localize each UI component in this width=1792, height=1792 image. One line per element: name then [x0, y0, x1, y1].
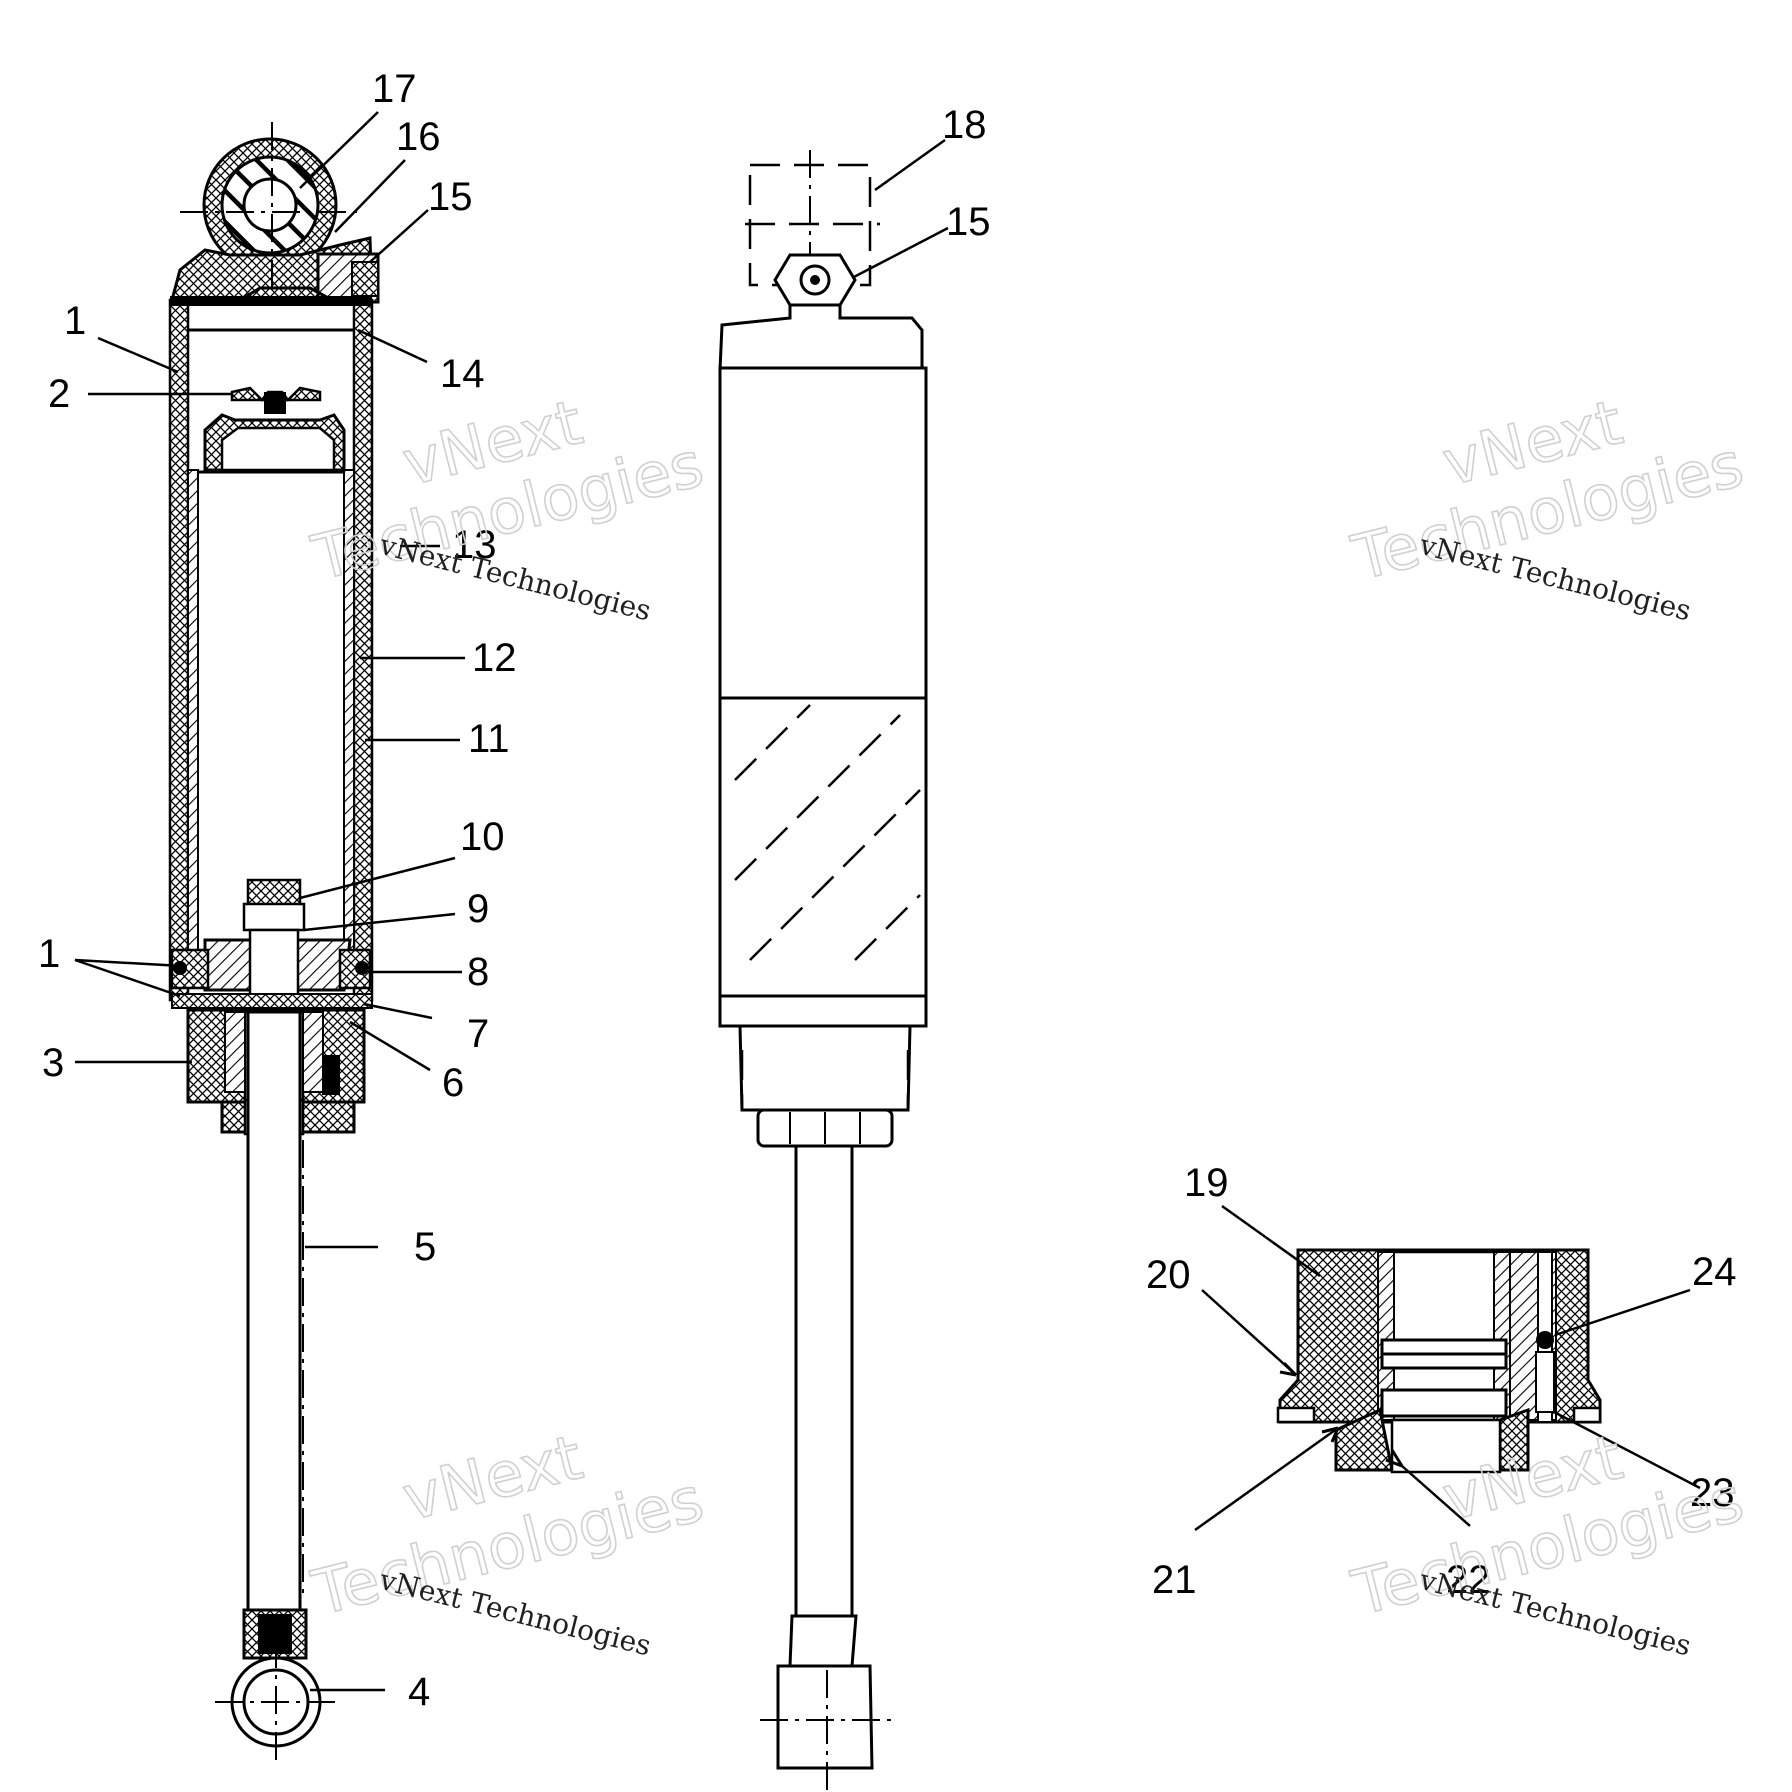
callout-23: 23 [1690, 1471, 1735, 1515]
exterior-rod-end [788, 1614, 858, 1668]
outer-body-left-wall [168, 298, 190, 1002]
outer-body-right-wall [352, 298, 374, 1002]
mount-bore [242, 177, 298, 233]
exterior-shock-view [718, 150, 928, 1790]
callout-20: 20 [1146, 1253, 1191, 1297]
callout-16: 16 [396, 115, 441, 159]
seal-head-detail-view [1276, 1248, 1602, 1474]
callout-5: 5 [414, 1225, 436, 1269]
inner-cylinder-left-wall [187, 469, 199, 951]
bearing-right [302, 1011, 324, 1093]
callout-4: 4 [408, 1670, 430, 1714]
leader-lines [74, 111, 1701, 1692]
callout-12: 12 [472, 636, 517, 680]
callout-6: 6 [442, 1061, 464, 1105]
callout-1-bottom: 1 [38, 932, 60, 976]
seal-housing [738, 1024, 912, 1112]
callout-15-left: 15 [428, 175, 473, 219]
exterior-shaft [794, 1144, 854, 1618]
callout-numbers: 17 16 15 1 14 2 13 12 11 10 9 1 8 7 3 6 … [38, 67, 1737, 1714]
body-cylinder [718, 366, 928, 1000]
body-top-cap [718, 303, 924, 372]
sectioned-shock-view [168, 122, 380, 1765]
watermark-top-right: vNext Technologies vNext Technologies [1344, 385, 1751, 628]
bearing-left [224, 1011, 246, 1093]
exterior-eye-mount [776, 1664, 874, 1770]
callout-7: 7 [467, 1012, 489, 1056]
callout-18: 18 [942, 103, 987, 147]
watermark-bottom-left: vNext Technologies vNext Technologies [304, 1420, 711, 1663]
piston-shaft [246, 1010, 302, 1614]
callout-17: 17 [372, 67, 417, 111]
piston-nut [246, 878, 302, 908]
callout-10: 10 [460, 815, 505, 859]
callout-2: 2 [48, 372, 70, 416]
callout-3: 3 [42, 1041, 64, 1085]
callout-22: 22 [1446, 1558, 1491, 1602]
detail-wall-left [1377, 1251, 1395, 1421]
callout-1-top: 1 [64, 299, 86, 343]
callout-21: 21 [1152, 1558, 1197, 1602]
body-collar [718, 994, 928, 1028]
callout-14: 14 [440, 352, 485, 396]
callout-24: 24 [1692, 1250, 1737, 1294]
callout-8: 8 [467, 950, 489, 994]
callout-9: 9 [467, 887, 489, 931]
callout-13: 13 [452, 523, 497, 567]
detail-lower-ring [1380, 1388, 1508, 1418]
callout-15-middle: 15 [946, 200, 991, 244]
body-hatching [734, 704, 921, 961]
callout-11: 11 [468, 717, 510, 761]
callout-19: 19 [1184, 1161, 1229, 1205]
